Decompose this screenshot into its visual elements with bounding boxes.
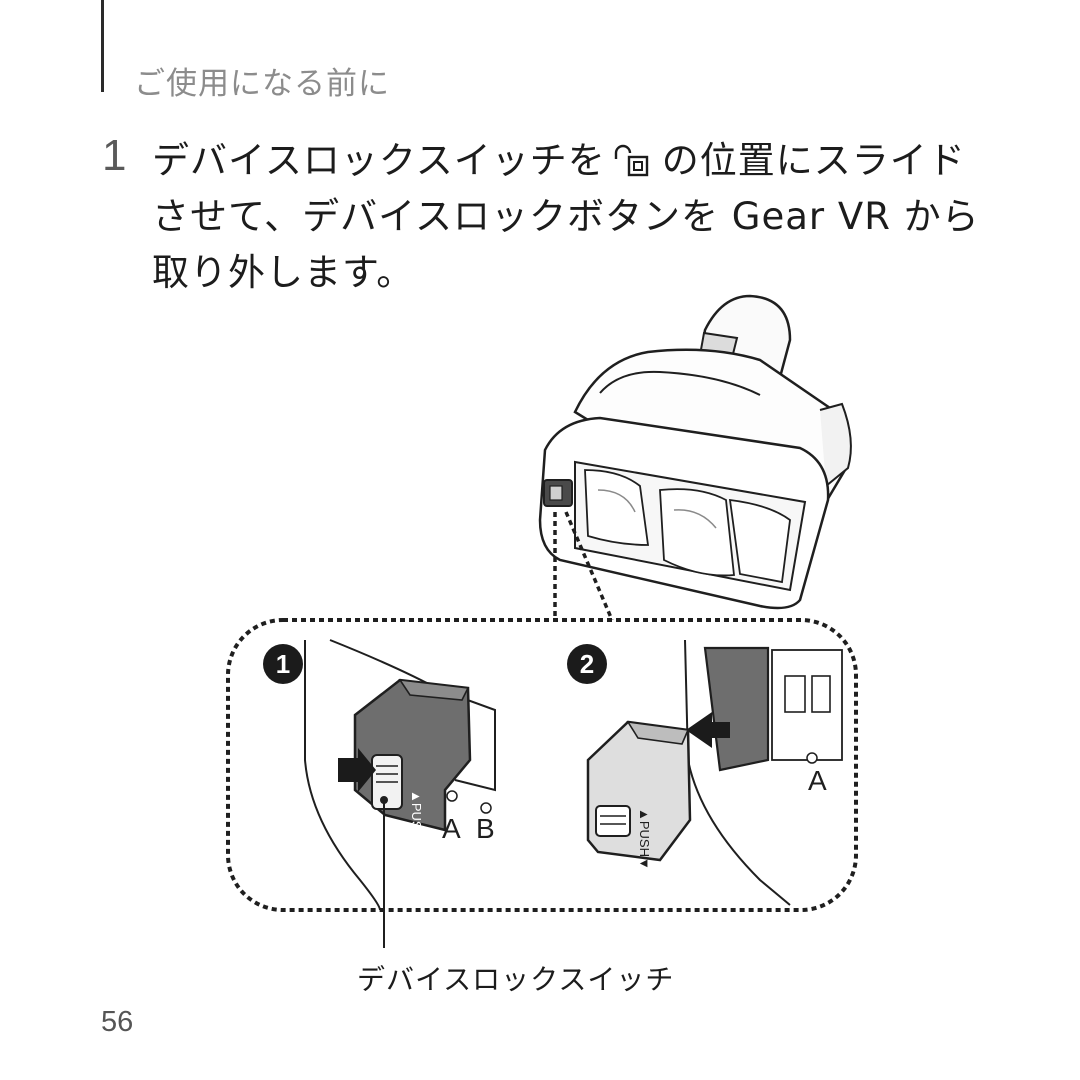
header-rule: [101, 0, 104, 92]
push-label: ▲PUSH▼: [409, 790, 424, 852]
step-number: 1: [102, 131, 127, 180]
step-line-1-before: デバイスロックスイッチを: [152, 139, 606, 182]
unlock-icon: [614, 144, 648, 177]
step-line-3: 取り外します。: [152, 251, 415, 294]
step-line-1: デバイスロックスイッチを の位置にスライド: [152, 133, 1002, 189]
marker-a-left: A: [442, 813, 461, 844]
push-label-2: ▲PUSH▼: [637, 808, 652, 870]
step-instruction: デバイスロックスイッチを の位置にスライド させて、デバイスロックボタンを Ge…: [152, 133, 1002, 301]
page-number: 56: [101, 1006, 134, 1038]
marker-a-right: A: [808, 765, 827, 796]
marker-b-left: B: [476, 813, 495, 844]
step-badge-1: 1: [263, 644, 303, 684]
step-badge-2: 2: [567, 644, 607, 684]
step-line-2: させて、デバイスロックボタンを Gear VR から: [152, 195, 980, 238]
section-title: ご使用になる前に: [134, 66, 390, 102]
callout-caption: デバイスロックスイッチ: [357, 963, 675, 996]
step-line-1-after: の位置にスライド: [661, 139, 966, 182]
